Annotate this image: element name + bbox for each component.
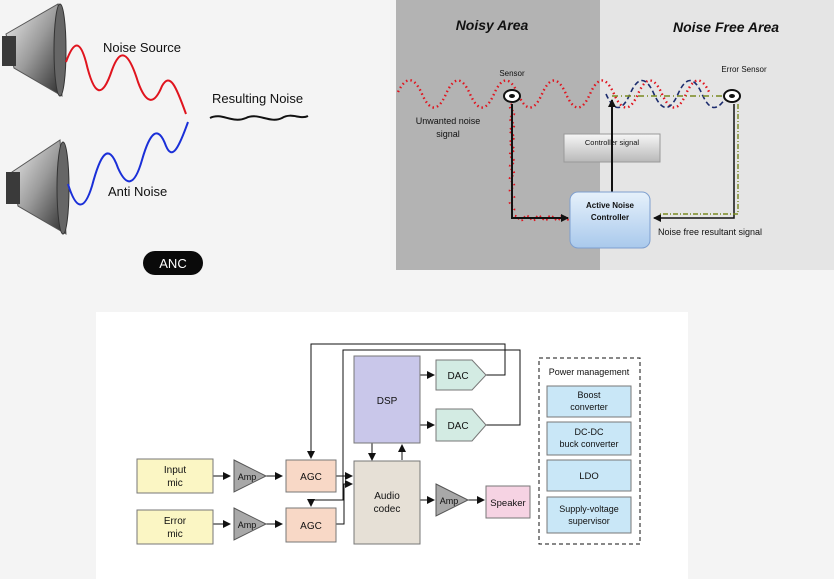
anti-noise-wave	[67, 121, 189, 206]
input-mic-block	[136, 458, 214, 494]
agc-bottom	[285, 507, 337, 543]
boost-line1: Boost	[577, 390, 601, 400]
ldo-block	[546, 459, 632, 492]
error-amp-label: Amp	[238, 520, 257, 530]
supervisor-line2: supervisor	[568, 516, 610, 526]
output-amp-label: Amp	[440, 496, 459, 506]
dac-top-label: DAC	[447, 371, 468, 382]
sensor-label: Sensor	[499, 69, 525, 78]
audio-codec-block	[353, 460, 421, 545]
resulting-noise-wave	[209, 114, 309, 121]
anc-system-diagram: Noisy Area Noise Free Area Sensor Error …	[396, 0, 834, 270]
error-feedback-arrow	[653, 104, 735, 222]
error-mic-line1: Error	[164, 516, 187, 527]
anc-badge	[143, 251, 203, 275]
dcdc-line2: buck converter	[559, 439, 618, 449]
error-sensor-icon	[723, 89, 741, 103]
error-feedback-dashed	[660, 104, 739, 215]
anc-badge-label: ANC	[159, 256, 186, 271]
resulting-noise-label: Resulting Noise	[212, 91, 303, 106]
output-amp	[435, 483, 470, 517]
unwanted-noise-label-line2: signal	[436, 129, 460, 139]
power-title: Power management	[549, 367, 630, 377]
dsp-label: DSP	[377, 396, 398, 407]
speaker-label: Speaker	[490, 498, 525, 509]
unwanted-noise-wave	[396, 79, 712, 109]
anc-illustration: Noise Source Anti Noise Resulting Noise …	[2, 3, 309, 275]
dsp-block	[353, 355, 421, 444]
sensor-to-controller-arrow	[511, 104, 569, 222]
active-noise-controller	[569, 191, 651, 249]
input-mic-line1: Input	[164, 465, 186, 476]
sensor-icon	[503, 89, 521, 103]
input-amp-label: Amp	[238, 472, 257, 482]
supply-voltage-supervisor	[546, 496, 632, 534]
supervisor-line1: Supply-voltage	[559, 504, 619, 514]
noise-free-area-title: Noise Free Area	[673, 19, 779, 35]
agc-top	[285, 459, 337, 493]
dac-bottom-label: DAC	[447, 421, 468, 432]
noise-wave	[65, 44, 187, 115]
ldo-label: LDO	[579, 471, 599, 482]
dcdc-line1: DC-DC	[575, 427, 604, 437]
anti-noise-label: Anti Noise	[108, 184, 167, 199]
controller-line1: Active Noise	[586, 201, 635, 210]
input-mic-line2: mic	[167, 478, 183, 489]
block-diagram: Input mic Error mic Amp Amp AGC AGC DSP …	[96, 312, 688, 579]
error-mic-block	[136, 509, 214, 545]
anti-noise-speaker-icon	[6, 139, 70, 235]
agc-bottom-label: AGC	[300, 521, 322, 532]
codec-line1: Audio	[374, 491, 400, 502]
input-amp	[233, 459, 268, 493]
noise-speaker-icon	[2, 3, 67, 97]
codec-line2: codec	[374, 504, 401, 515]
dac-top	[435, 359, 487, 391]
resultant-signal-label: Noise free resultant signal	[658, 227, 762, 237]
error-sensor-label: Error Sensor	[721, 65, 767, 74]
noisy-area-title: Noisy Area	[456, 17, 529, 33]
anti-noise-dashed-wave	[605, 79, 729, 109]
unwanted-noise-label-line1: Unwanted noise	[416, 116, 481, 126]
dcdc-buck-converter	[546, 421, 632, 456]
boost-converter	[546, 385, 632, 418]
controller-line2: Controller	[591, 213, 629, 222]
error-mic-line2: mic	[167, 529, 183, 540]
error-amp	[233, 507, 268, 541]
speaker-block	[485, 485, 531, 519]
noise-source-label: Noise Source	[103, 40, 181, 55]
boost-line2: converter	[570, 402, 608, 412]
agc-top-label: AGC	[300, 472, 322, 483]
dac-bottom	[435, 408, 487, 442]
